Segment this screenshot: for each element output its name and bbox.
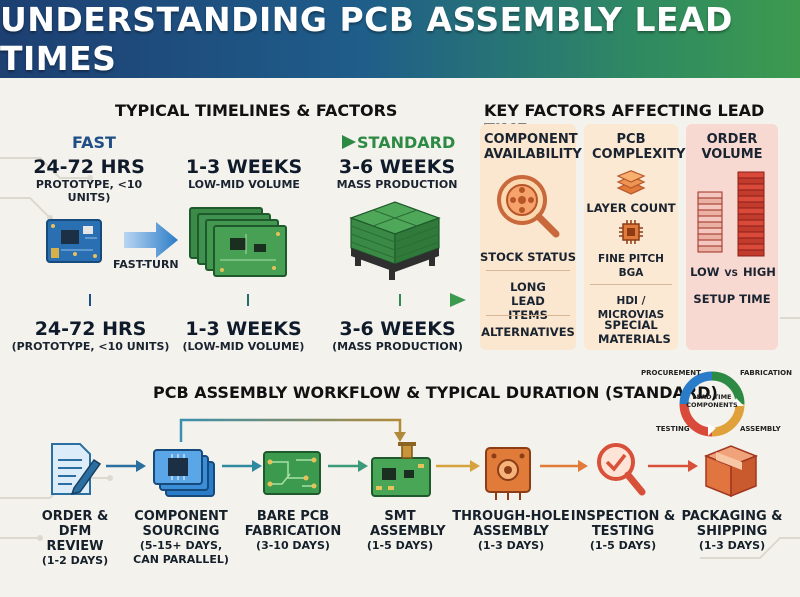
factor-stock-status: STOCK STATUS (480, 250, 576, 264)
page-title: UNDERSTANDING PCB ASSEMBLY LEAD TIMES (0, 0, 733, 78)
lead-time-cycle-icon (679, 371, 745, 437)
cycle-center-label: LEAD TIME COMPONENTS (686, 393, 738, 409)
divider (486, 270, 570, 271)
factor-setup-time: SETUP TIME (693, 292, 771, 306)
factor-alternatives: ALTERNATIVES (481, 325, 575, 339)
timeline-top-2: 3-6 WEEKS MASS PRODUCTION (336, 156, 458, 191)
speed-gradient-arrow (120, 135, 356, 149)
document-pencil-icon (51, 443, 102, 496)
timeline-bottom-2: 3-6 WEEKS (MASS PRODUCTION) (332, 318, 463, 353)
fast-turn-label: FAST-TURN (113, 258, 179, 271)
workflow-step-through-hole: THROUGH-HOLE ASSEMBLY (1-3 DAYS) (452, 509, 570, 552)
cycle-label-assembly: ASSEMBLY (740, 425, 781, 433)
factor-column-component: COMPONENT AVAILABILITY (480, 124, 582, 350)
divider (590, 284, 672, 285)
package-box-icon (703, 445, 759, 498)
timeline-top-0: 24-72 HRS PROTOTYPE, <10 UNITS) (33, 156, 145, 204)
bare-pcb-icon (263, 451, 321, 495)
low-vs-high: LOW VS HIGH (690, 265, 776, 279)
factor-hdi-microvias: HDI / MICROVIAS (597, 295, 665, 321)
parallel-path-arrow (179, 418, 406, 442)
workflow-step-order: ORDER & DFM REVIEW (1-2 DAYS) (41, 509, 109, 567)
workflow-step-fabrication: BARE PCB FABRICATION (3-10 DAYS) (244, 509, 342, 552)
workflow-step-inspection: INSPECTION & TESTING (1-5 DAYS) (570, 509, 676, 552)
factor-fine-pitch-bga: FINE PITCH BGA (598, 253, 664, 279)
low-mid-volume-boards-icon (189, 207, 287, 277)
component-chips-icon (153, 449, 215, 497)
bga-chip-icon (619, 220, 643, 244)
inspection-magnifier-icon (597, 443, 646, 496)
header-banner: UNDERSTANDING PCB ASSEMBLY LEAD TIMES (0, 0, 800, 78)
layers-icon (616, 170, 646, 195)
timeline-axis (18, 293, 466, 307)
workflow-arrows (106, 460, 698, 472)
mass-production-pallet-icon (349, 201, 441, 280)
factor-layer-count: LAYER COUNT (586, 201, 676, 215)
cycle-label-procurement: PROCUREMENT (641, 369, 701, 377)
timelines-title: TYPICAL TIMELINES & FACTORS (115, 101, 398, 120)
workflow-title: PCB ASSEMBLY WORKFLOW & TYPICAL DURATION… (153, 383, 718, 402)
workflow-step-smt: SMT ASSEMBLY (1-5 DAYS) (366, 509, 446, 552)
magnifier-reel-icon (497, 175, 560, 238)
divider (486, 315, 570, 316)
smt-assembly-icon (371, 442, 431, 497)
timeline-bottom-1: 1-3 WEEKS (LOW-MID VOLUME) (182, 318, 305, 353)
factor-special-materials: SPECIAL MATERIALS (598, 318, 671, 346)
workflow-step-sourcing: COMPONENT SOURCING (5-15+ DAYS, CAN PARA… (133, 509, 229, 566)
fast-label: FAST (72, 133, 116, 152)
workflow-step-packaging: PACKAGING & SHIPPING (1-3 DAYS) (681, 509, 783, 552)
timeline-top-1: 1-3 WEEKS LOW-MID VOLUME (185, 156, 303, 191)
timeline-bottom-0: 24-72 HRS (PROTOTYPE, <10 UNITS) (11, 318, 170, 353)
cycle-label-fabrication: FABRICATION (740, 369, 792, 377)
prototype-board-icon (46, 219, 102, 263)
through-hole-icon (485, 447, 531, 500)
cycle-label-testing: TESTING (656, 425, 690, 433)
fast-turn-arrow-icon (124, 222, 178, 258)
volume-stacks-icon (697, 171, 765, 257)
standard-label: STANDARD (357, 133, 456, 152)
